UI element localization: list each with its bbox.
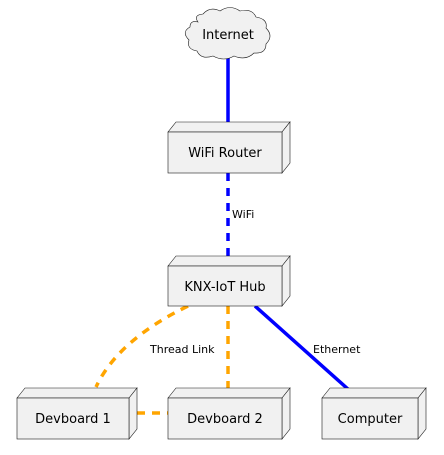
edge-label-wifi: WiFi bbox=[232, 208, 254, 221]
node-label-wifi-router: WiFi Router bbox=[188, 146, 262, 161]
node-devboard-2: Devboard 2 bbox=[167, 387, 291, 440]
edge-hub-computer-ethernet bbox=[253, 304, 351, 392]
cloud-icon bbox=[184, 7, 271, 60]
edge-hub-devboard1-thread bbox=[94, 304, 189, 388]
node-label-knx-iot-hub: KNX-IoT Hub bbox=[184, 280, 265, 295]
node-devboard-1: Devboard 1 bbox=[16, 387, 138, 440]
node-wifi-router: WiFi Router bbox=[167, 121, 291, 174]
node-label-computer: Computer bbox=[338, 412, 403, 427]
node-knx-iot-hub: KNX-IoT Hub bbox=[167, 255, 291, 307]
node-label-devboard-2: Devboard 2 bbox=[187, 412, 263, 427]
node-internet: Internet bbox=[184, 7, 271, 60]
node-label-internet: Internet bbox=[202, 28, 254, 43]
edge-label-thread-link: Thread Link bbox=[149, 343, 215, 356]
node-computer: Computer bbox=[321, 387, 427, 440]
node-label-devboard-1: Devboard 1 bbox=[35, 412, 111, 427]
edge-label-ethernet: Ethernet bbox=[313, 343, 361, 356]
